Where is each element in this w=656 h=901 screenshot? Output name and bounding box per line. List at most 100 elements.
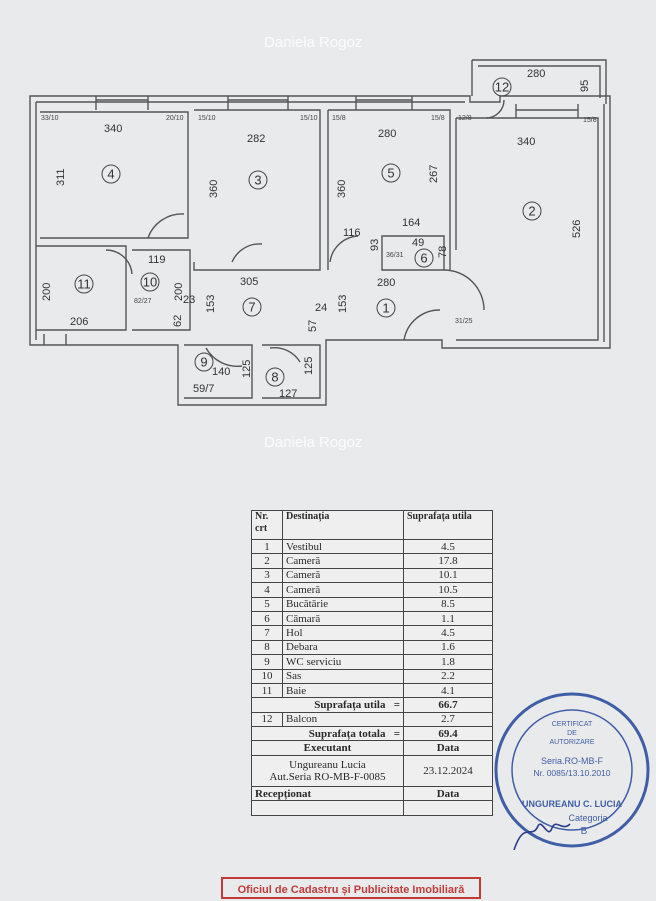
room-number-8: 8 [271,370,278,385]
cell-val: 4.1 [403,682,493,699]
dimension: 127 [279,388,297,400]
wall-label: 82/27 [134,298,152,305]
stamp-category-value: B [581,826,588,837]
wall-label: 31/25 [455,318,473,325]
wall-label: 36/31 [386,252,404,259]
room-number-11: 11 [77,277,91,292]
cell-nr: 9 [251,654,283,670]
cell-nr: 8 [251,639,283,656]
stamp-seria: Seria.RO-MB-F [541,756,604,766]
wall-label: 33/10 [41,115,59,122]
dimension: 57 [307,320,319,332]
wall-label: 12/8 [458,115,472,122]
stamp-name: UNGUREANU C. LUCIA [522,799,622,809]
room-number-1: 1 [382,301,389,316]
cell-dest: Cameră [282,553,404,569]
cell-dest: Debara [282,639,404,656]
cell-nr: 1 [251,538,283,555]
receptionat-label: Recepționat [251,785,404,802]
header-suprafata: Suprafața utila [403,510,493,540]
dimension: 360 [336,180,348,198]
room-number-10: 10 [143,275,157,290]
cell-val: 4.5 [403,625,493,641]
cell-val: 17.8 [403,553,493,569]
wall-label: 15/10 [198,115,216,122]
cell-nr: 10 [251,668,283,684]
dimension: 164 [402,217,420,229]
watermark: Daniela Rogoz [264,434,363,451]
cell-nr: 7 [251,625,283,641]
utila-row: Suprafața utila = 66.7 [251,697,493,713]
wall-label: 15/10 [300,115,318,122]
wall-label: 59/7 [193,383,214,395]
cell-val: 2.7 [403,711,493,728]
dimension: 140 [212,366,230,378]
cell-val: 2.2 [403,668,493,684]
cell-nr: 4 [251,582,283,598]
cell-val: 1.8 [403,654,493,670]
dimension: 49 [412,237,424,249]
header-destinatia: Destinația [282,510,404,540]
totala-row: Suprafața totala = 69.4 [251,726,493,742]
cell-dest: Cameră [282,582,404,598]
data-label: Data [403,740,493,756]
dimension: 206 [70,316,88,328]
cell-dest: WC serviciu [282,654,404,670]
dimension: 280 [378,128,396,140]
receptionat-empty [251,800,404,816]
cell-dest: Balcon [282,711,404,728]
wall-label: 20/10 [166,115,184,122]
cell-val: 10.5 [403,582,493,598]
dimension: 24 [315,302,327,314]
utila-value: 66.7 [403,697,493,713]
wall-label: 15/8 [583,117,597,124]
cadastre-office-footer: Oficiul de Cadastru și Publicitate Imobi… [221,877,481,899]
cell-dest: Hol [282,625,404,641]
cell-val: 8.5 [403,596,493,612]
dimension: 200 [41,283,53,301]
stamp-text: CERTIFICAT [552,721,593,728]
room-number-3: 3 [254,173,261,188]
signature-icon [513,823,571,850]
dimension: 340 [517,136,535,148]
stamp-text: AUTORIZARE [550,739,595,746]
floor-plan: 1 2 3 4 5 6 7 8 9 10 11 12 280 95 340 28… [29,59,611,406]
totala-label: Suprafața totala = [251,726,404,742]
cell-nr: 5 [251,596,283,612]
executant-date: 23.12.2024 [403,754,493,787]
cell-dest: Bucătărie [282,596,404,612]
executant-label: Executant [251,740,404,756]
dimension: 267 [428,165,440,183]
room-number-7: 7 [248,300,255,315]
cell-dest: Cămară [282,610,404,627]
totala-value: 69.4 [403,726,493,742]
dimension: 360 [208,180,220,198]
wall-label: 15/8 [332,115,346,122]
dimension: 200 [173,283,185,301]
wall-label: 15/8 [431,115,445,122]
room-number-6: 6 [420,251,427,266]
cell-dest: Sas [282,668,404,684]
room-number-9: 9 [200,355,207,370]
dimension: 93 [369,239,381,251]
dimension: 125 [303,357,315,375]
stamp-text: DE [567,730,577,737]
dimension: 340 [104,123,122,135]
dimension: 153 [337,295,349,313]
header-nr: Nr. crt [251,510,283,540]
cell-nr: 12 [251,711,283,728]
stamp-nr: Nr. 0085/13.10.2010 [533,768,610,778]
